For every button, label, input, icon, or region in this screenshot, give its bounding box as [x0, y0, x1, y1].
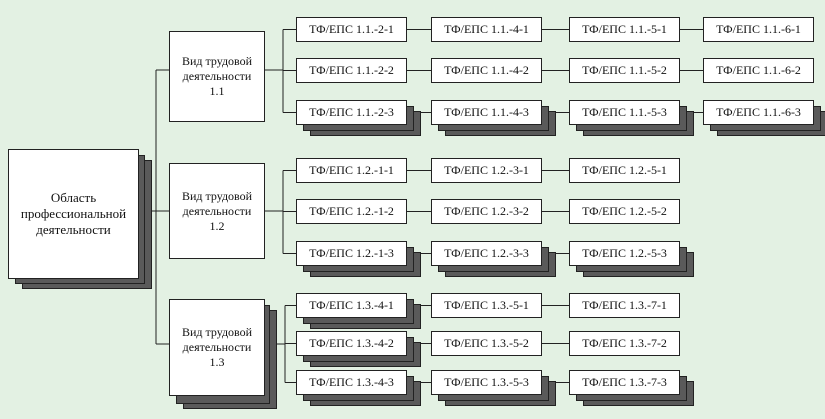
function-box-label: ТФ/ЕПС 1.2.-5-2	[582, 204, 667, 218]
root-box-professional-area: Область профессиональной деятельности	[8, 149, 139, 279]
function-box: ТФ/ЕПС 1.2.-5-1	[569, 158, 680, 183]
activity-box-1-2: Вид трудовой деятельности 1.2	[169, 163, 265, 259]
function-box-label: ТФ/ЕПС 1.2.-1-1	[309, 163, 394, 177]
function-box: ТФ/ЕПС 1.1.-5-3	[569, 100, 680, 125]
function-box-label: ТФ/ЕПС 1.1.-4-2	[444, 63, 529, 77]
function-box: ТФ/ЕПС 1.3.-5-1	[431, 293, 542, 318]
root-label-line: Область	[50, 190, 97, 205]
activity-label-line: Вид трудовой	[181, 188, 253, 203]
function-box-label: ТФ/ЕПС 1.3.-7-1	[582, 298, 667, 312]
function-box: ТФ/ЕПС 1.1.-6-2	[703, 58, 814, 83]
root-label-line: профессиональной	[20, 206, 127, 221]
function-box-label: ТФ/ЕПС 1.3.-7-2	[582, 336, 667, 350]
function-box-label: ТФ/ЕПС 1.1.-5-2	[582, 63, 667, 77]
function-box: ТФ/ЕПС 1.1.-4-1	[431, 17, 542, 42]
function-box: ТФ/ЕПС 1.3.-5-2	[431, 331, 542, 356]
function-box-label: ТФ/ЕПС 1.1.-6-3	[716, 105, 801, 119]
function-box: ТФ/ЕПС 1.1.-2-1	[296, 17, 407, 42]
function-box: ТФ/ЕПС 1.2.-5-2	[569, 199, 680, 224]
function-box: ТФ/ЕПС 1.1.-5-1	[569, 17, 680, 42]
activity-label-line: деятельности	[182, 203, 252, 218]
function-box: ТФ/ЕПС 1.3.-4-1	[296, 293, 407, 318]
function-box: ТФ/ЕПС 1.2.-5-3	[569, 241, 680, 266]
activity-label-line: 1.2	[209, 218, 225, 233]
activity-label-line: Вид трудовой	[181, 325, 253, 339]
function-box-label: ТФ/ЕПС 1.3.-4-2	[309, 336, 394, 350]
function-box: ТФ/ЕПС 1.2.-3-3	[431, 241, 542, 266]
function-box-label: ТФ/ЕПС 1.1.-4-3	[444, 105, 529, 119]
function-box-label: ТФ/ЕПС 1.2.-5-1	[582, 163, 667, 177]
function-box: ТФ/ЕПС 1.1.-4-2	[431, 58, 542, 83]
function-box: ТФ/ЕПС 1.2.-1-2	[296, 199, 407, 224]
activity-label-line: Вид трудовой	[181, 54, 253, 68]
function-box: ТФ/ЕПС 1.2.-3-2	[431, 199, 542, 224]
function-box: ТФ/ЕПС 1.3.-4-3	[296, 370, 407, 395]
function-box: ТФ/ЕПС 1.1.-2-3	[296, 100, 407, 125]
function-box: ТФ/ЕПС 1.3.-7-3	[569, 370, 680, 395]
function-box-label: ТФ/ЕПС 1.2.-3-2	[444, 204, 529, 218]
function-box-label: ТФ/ЕПС 1.2.-3-3	[444, 246, 529, 260]
function-box: ТФ/ЕПС 1.3.-4-2	[296, 331, 407, 356]
activity-label-line: 1.1	[209, 84, 225, 98]
function-box: ТФ/ЕПС 1.1.-6-3	[703, 100, 814, 125]
function-box: ТФ/ЕПС 1.2.-1-1	[296, 158, 407, 183]
function-box: ТФ/ЕПС 1.2.-3-1	[431, 158, 542, 183]
function-box: ТФ/ЕПС 1.3.-7-2	[569, 331, 680, 356]
activity-box-1-1: Вид трудовой деятельности 1.1	[169, 31, 265, 122]
function-box-label: ТФ/ЕПС 1.2.-1-3	[309, 246, 394, 260]
activity-box-1-3: Вид трудовой деятельности 1.3	[169, 299, 265, 396]
function-box-label: ТФ/ЕПС 1.3.-5-3	[444, 375, 529, 389]
function-box-label: ТФ/ЕПС 1.1.-2-3	[309, 105, 394, 119]
activity-label-line: 1.3	[209, 355, 225, 369]
function-box-label: ТФ/ЕПС 1.1.-5-3	[582, 105, 667, 119]
function-box: ТФ/ЕПС 1.1.-6-1	[703, 17, 814, 42]
function-box: ТФ/ЕПС 1.1.-5-2	[569, 58, 680, 83]
function-box-label: ТФ/ЕПС 1.1.-2-1	[309, 22, 394, 36]
function-box-label: ТФ/ЕПС 1.2.-1-2	[309, 204, 394, 218]
function-box-label: ТФ/ЕПС 1.3.-5-1	[444, 298, 529, 312]
function-box-label: ТФ/ЕПС 1.2.-3-1	[444, 163, 529, 177]
function-box: ТФ/ЕПС 1.3.-5-3	[431, 370, 542, 395]
function-box-label: ТФ/ЕПС 1.3.-4-3	[309, 375, 394, 389]
function-box: ТФ/ЕПС 1.2.-1-3	[296, 241, 407, 266]
function-box-label: ТФ/ЕПС 1.3.-5-2	[444, 336, 529, 350]
activity-label-line: деятельности	[182, 69, 252, 83]
function-box: ТФ/ЕПС 1.3.-7-1	[569, 293, 680, 318]
function-box-label: ТФ/ЕПС 1.1.-2-2	[309, 63, 394, 77]
function-box-label: ТФ/ЕПС 1.1.-6-2	[716, 63, 801, 77]
function-box-label: ТФ/ЕПС 1.1.-6-1	[716, 22, 801, 36]
function-box-label: ТФ/ЕПС 1.3.-7-3	[582, 375, 667, 389]
function-box-label: ТФ/ЕПС 1.2.-5-3	[582, 246, 667, 260]
function-box: ТФ/ЕПС 1.1.-4-3	[431, 100, 542, 125]
function-box-label: ТФ/ЕПС 1.1.-5-1	[582, 22, 667, 36]
activity-label-line: деятельности	[182, 340, 252, 354]
function-box-label: ТФ/ЕПС 1.3.-4-1	[309, 298, 394, 312]
root-label-line: деятельности	[36, 222, 111, 237]
function-box-label: ТФ/ЕПС 1.1.-4-1	[444, 22, 529, 36]
function-box: ТФ/ЕПС 1.1.-2-2	[296, 58, 407, 83]
